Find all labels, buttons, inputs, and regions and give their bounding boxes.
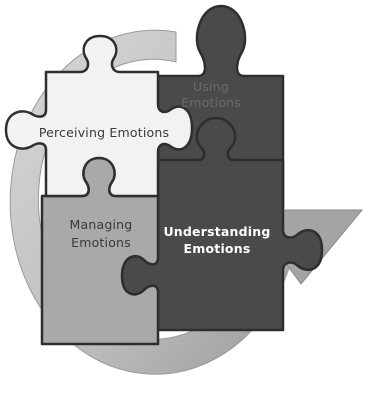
puzzle-piece-perceiving (4, 34, 194, 198)
label-using: Using Emotions (181, 79, 241, 110)
label-understanding: Understanding Emotions (163, 224, 270, 256)
label-using-line-2: Emotions (181, 95, 241, 110)
label-perceiving: Perceiving Emotions (39, 125, 169, 140)
label-using-line-1: Using (193, 79, 229, 94)
label-managing: Managing Emotions (70, 217, 133, 250)
label-understanding-line-1: Understanding (163, 224, 270, 239)
puzzle-piece-using (156, 4, 285, 210)
label-managing-line-1: Managing (70, 217, 133, 232)
label-managing-line-2: Emotions (71, 235, 131, 250)
label-perceiving-line-1: Perceiving Emotions (39, 125, 169, 140)
label-understanding-line-2: Emotions (184, 241, 251, 256)
